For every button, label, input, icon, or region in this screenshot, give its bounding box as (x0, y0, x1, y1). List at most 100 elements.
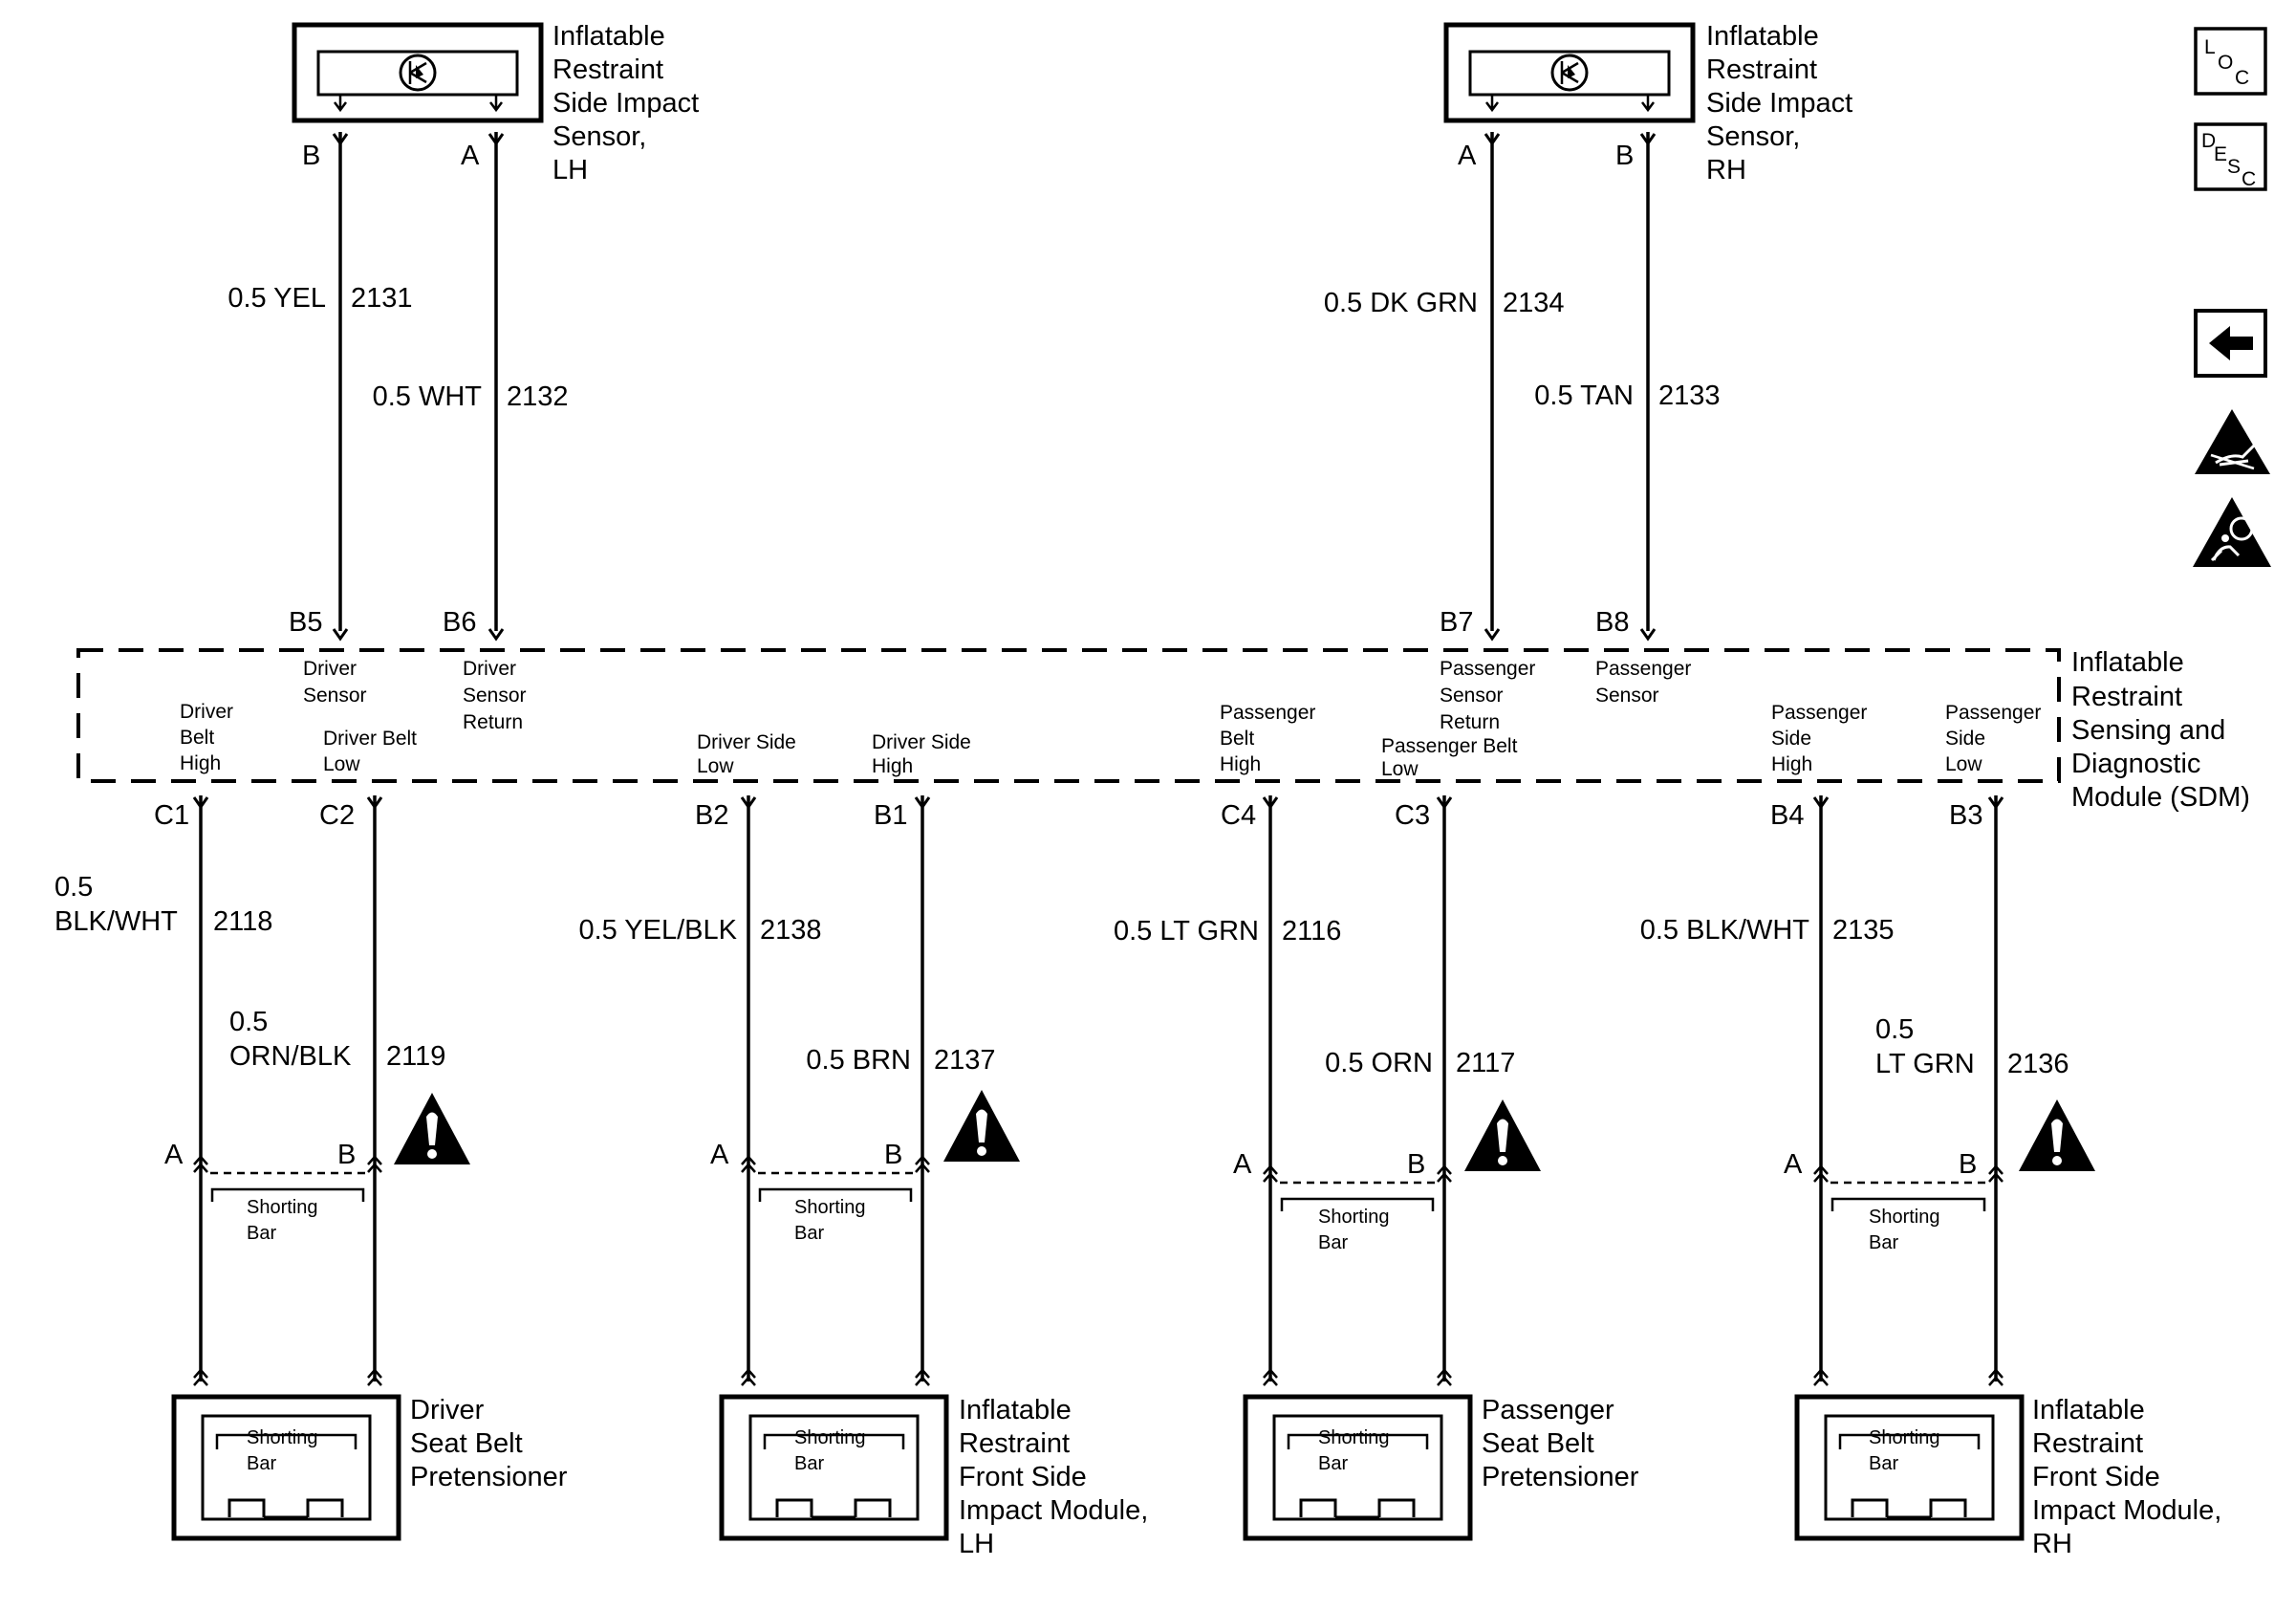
module-4-label: Inflatable Restraint Front Side Impact M… (2032, 1395, 2229, 1559)
sdm-label-2: Restraint (2071, 682, 2182, 712)
connector-front-side-lh: A B Shorting Bar (710, 1090, 1020, 1244)
wire-2118-size: 0.5 BLK/WHT (54, 872, 178, 937)
sensor-lh-label-2: Restraint (552, 54, 663, 85)
sdm-pin-c3: C3 (1395, 800, 1430, 831)
wire-2136-circuit: 2136 (2007, 1049, 2069, 1079)
module-2-label: Inflatable Restraint Front Side Impact M… (959, 1395, 1156, 1559)
front-side-impact-module-lh: Shorting Bar Inflatable Restraint Front … (722, 1368, 1156, 1559)
wire-2132-circuit: 2132 (507, 381, 569, 412)
sdm-func-passenger-belt-low: Passenger Belt Low (1381, 735, 1523, 780)
sdm-func-passenger-sensor-return: Passenger Sensor Return (1440, 658, 1541, 733)
sensor-rh-label-5: RH (1706, 155, 1746, 185)
wire-2136-size: 0.5 LT GRN (1875, 1014, 1975, 1079)
sdm-func-driver-belt-low: Driver Belt Low (323, 728, 422, 775)
loc-icon-letter-o: O (2218, 52, 2233, 74)
sensor-lh-label-1: Inflatable (552, 21, 665, 52)
wire-2135-circuit: 2135 (1832, 915, 1895, 946)
module-2-shorting-bar: Shorting Bar (794, 1427, 871, 1474)
sdm-module: B5 B6 B7 B8 Inflatable Restraint Sensing… (76, 607, 2250, 831)
driver-seat-belt-pretensioner: Shorting Bar Driver Seat Belt Pretension… (174, 1368, 568, 1538)
sdm-func-driver-sensor-return: Driver Sensor Return (463, 658, 531, 733)
sdm-func-passenger-side-low: Passenger Side Low (1945, 702, 2047, 775)
conn-2-shorting-bar: Shorting Bar (794, 1197, 871, 1244)
sensor-rh-label-1: Inflatable (1706, 21, 1819, 52)
sdm-pin-b4: B4 (1770, 800, 1804, 831)
airbag-warning-icon[interactable] (2193, 497, 2271, 567)
wire-2132-size: 0.5 WHT (373, 381, 483, 412)
sensor-lh-label-4: Sensor, (552, 121, 646, 152)
conn-4-pin-b: B (1959, 1149, 1977, 1180)
desc-icon-letter-d: D (2201, 130, 2216, 152)
sdm-pin-c4: C4 (1221, 800, 1256, 831)
wire-2118-circuit: 2118 (213, 906, 272, 937)
wire-2117-size: 0.5 ORN (1325, 1048, 1433, 1078)
conn-3-shorting-bar: Shorting Bar (1318, 1207, 1395, 1253)
conn-4-pin-a: A (1784, 1149, 1803, 1180)
sdm-label-4: Diagnostic (2071, 749, 2200, 779)
sdm-pin-b3: B3 (1949, 800, 1982, 831)
sdm-func-driver-belt-high: Driver Belt High (180, 701, 239, 774)
wire-2133-circuit: 2133 (1658, 381, 1721, 411)
wire-2134-size: 0.5 DK GRN (1324, 288, 1478, 318)
conn-1-pin-a: A (164, 1140, 184, 1170)
side-impact-sensor-rh: Inflatable Restraint Side Impact Sensor,… (1446, 21, 1852, 185)
loc-icon[interactable]: L O C (2194, 27, 2267, 96)
wire-2138-size: 0.5 YEL/BLK (578, 915, 737, 946)
sdm-label-1: Inflatable (2071, 647, 2184, 678)
conn-1-shorting-bar: Shorting Bar (247, 1197, 323, 1244)
conn-2-pin-a: A (710, 1140, 729, 1170)
sdm-pin-c2: C2 (319, 800, 355, 831)
wire-2138-circuit: 2138 (760, 915, 822, 946)
sdm-pin-b5: B5 (289, 607, 322, 638)
module-3-shorting-bar: Shorting Bar (1318, 1427, 1395, 1474)
wire-2119-size: 0.5 ORN/BLK (229, 1007, 352, 1072)
sdm-pin-b8: B8 (1595, 607, 1629, 638)
sdm-pin-b7: B7 (1440, 607, 1473, 638)
sensor-rh-label-4: Sensor, (1706, 121, 1800, 152)
module-1-label: Driver Seat Belt Pretensioner (410, 1395, 568, 1492)
sensor-lh-label-3: Side Impact (552, 88, 699, 119)
caution-icon (394, 1093, 470, 1164)
sensor-rh-pin-b: B (1615, 141, 1634, 171)
upper-wires: 0.5 YEL 2131 0.5 WHT 2132 0.5 DK GRN 213… (227, 132, 1721, 641)
passenger-seat-belt-pretensioner: Shorting Bar Passenger Seat Belt Pretens… (1245, 1368, 1639, 1538)
sdm-func-passenger-belt-high: Passenger Belt High (1220, 702, 1321, 775)
lower-wires: 0.5 BLK/WHT 2118 0.5 ORN/BLK 2119 0.5 YE… (54, 795, 2069, 1382)
esd-warning-icon[interactable] (2195, 409, 2270, 474)
wire-2135-size: 0.5 BLK/WHT (1640, 915, 1810, 946)
sdm-label-3: Sensing and (2071, 715, 2225, 746)
sdm-pin-c1: C1 (154, 800, 189, 831)
connector-front-side-rh: A B Shorting Bar (1784, 1099, 2095, 1253)
desc-icon[interactable]: D E S C (2194, 122, 2267, 191)
module-1-shorting-bar: Shorting Bar (247, 1427, 323, 1474)
conn-3-pin-a: A (1233, 1149, 1252, 1180)
sdm-func-driver-sensor: Driver Sensor (303, 658, 367, 707)
sdm-func-passenger-side-high: Passenger Side High (1771, 702, 1873, 775)
wire-2133-size: 0.5 TAN (1534, 381, 1634, 411)
module-3-label: Passenger Seat Belt Pretensioner (1482, 1395, 1639, 1492)
sdm-label-5: Module (SDM) (2071, 782, 2250, 813)
conn-2-pin-b: B (884, 1140, 902, 1170)
sdm-func-driver-side-low: Driver Side Low (697, 731, 802, 777)
wire-2117-circuit: 2117 (1456, 1048, 1515, 1078)
sdm-pin-b1: B1 (874, 800, 907, 831)
module-4-shorting-bar: Shorting Bar (1869, 1427, 1945, 1474)
connector-passenger-belt: A B Shorting Bar (1233, 1099, 1541, 1253)
wire-2116-circuit: 2116 (1282, 916, 1341, 946)
caution-icon (1464, 1099, 1541, 1171)
sensor-lh-pin-b: B (302, 141, 320, 171)
sensor-rh-pin-a: A (1458, 141, 1477, 171)
sdm-func-passenger-sensor: Passenger Sensor (1595, 658, 1697, 707)
wire-2119-circuit: 2119 (386, 1041, 445, 1072)
loc-icon-letter-l: L (2204, 36, 2216, 58)
sdm-func-driver-side-high: Driver Side High (872, 731, 977, 777)
sensor-lh-label-5: LH (552, 155, 588, 185)
desc-icon-letter-c: C (2242, 168, 2256, 190)
side-impact-sensor-lh: Inflatable Restraint Side Impact Sensor,… (294, 21, 699, 185)
back-arrow-icon[interactable] (2194, 309, 2267, 378)
sensor-rh-label-3: Side Impact (1706, 88, 1852, 119)
loc-icon-letter-c: C (2235, 67, 2249, 89)
sensor-lh-pin-a: A (461, 141, 480, 171)
desc-icon-letter-e: E (2214, 143, 2227, 165)
